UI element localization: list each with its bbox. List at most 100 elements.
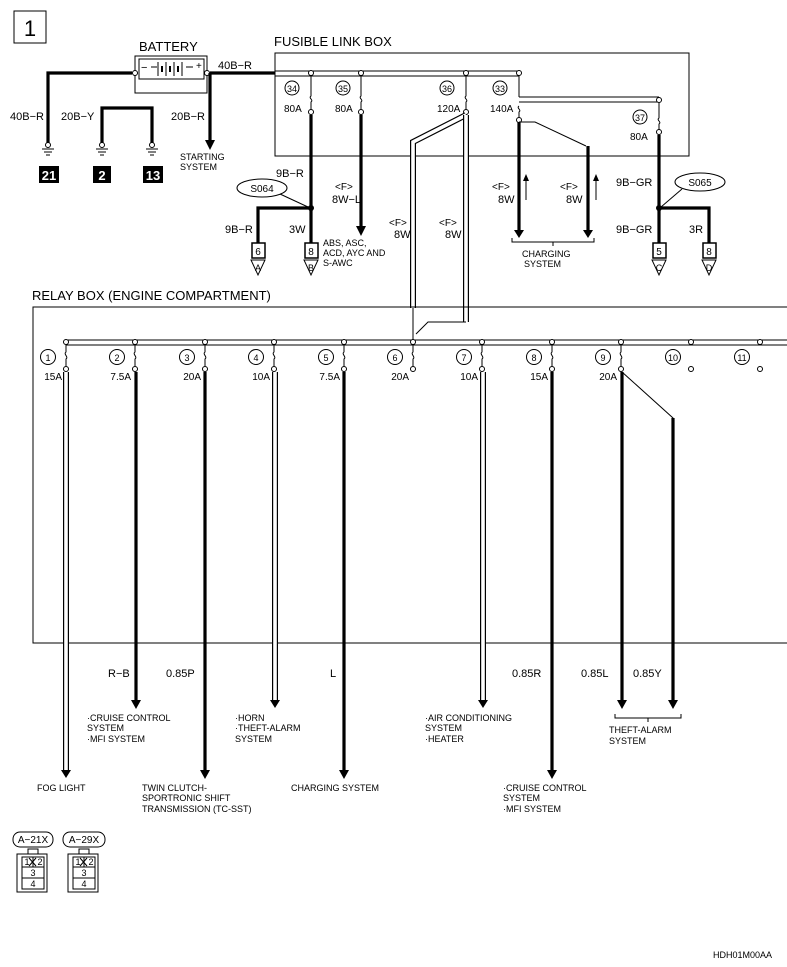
fuse-number: 6 [392,353,397,363]
svg-text:1: 1 [24,857,29,867]
wire-label: R−B [108,668,130,680]
ground-2: 2 [93,142,111,183]
fuse-number: 7 [461,353,466,363]
ground-13: 13 [143,142,163,183]
fuse-number: 8 [531,353,536,363]
svg-text:−: − [141,62,147,74]
fuse-rating: 20A [599,372,617,383]
arrow-up-icon [523,174,529,200]
connector-ref-a29x: A−29X 1 2 3 4 [62,831,106,893]
starting-system-label: SYSTEM [180,162,217,172]
fuse-number: 3 [184,353,189,363]
wire-label: <F> [492,182,510,193]
svg-text:80A: 80A [335,104,353,115]
svg-text:4: 4 [30,879,35,889]
wire-label: 8W [566,194,583,206]
svg-text:A−21X: A−21X [18,835,49,846]
wire-label: L [330,668,336,680]
fuse-number: 11 [737,353,746,363]
fuse-number: 10 [668,353,678,363]
wire-label: 9B−R [225,224,253,236]
svg-text:2: 2 [37,857,42,867]
svg-text:4: 4 [81,879,86,889]
wire-label: 0.85R [512,668,541,680]
wire-label: 0.85Y [633,668,662,680]
cruise-control-label: ·MFI SYSTEM [87,734,145,744]
svg-text:BATTERY: BATTERY [139,39,198,54]
fuse-10: 10 [665,339,694,372]
splice-s064: S064 [236,178,309,208]
abs-system-label: ACD, AYC AND [323,248,386,258]
svg-text:3: 3 [81,868,86,878]
fuse-rating: 10A [252,372,270,383]
wire-label: 8W−L [332,194,361,206]
svg-text:80A: 80A [630,132,648,143]
wire-label: 40B−R [218,60,252,72]
wire-label: 8W [394,229,411,241]
svg-text:13: 13 [146,168,160,183]
fuse-number: 2 [114,353,119,363]
svg-text:RELAY BOX (ENGINE COMPARTMENT): RELAY BOX (ENGINE COMPARTMENT) [32,288,271,303]
fuse-11: 11 [734,339,763,372]
wire-label: 3R [689,224,703,236]
wire-label: 40B−R [10,111,44,123]
fuse-rating: 20A [391,372,409,383]
svg-text:33: 33 [495,84,505,94]
fusible-link-36: 36 120A [437,70,469,115]
connector-d: 8 D [701,242,717,277]
battery: BATTERY − + [132,39,210,94]
svg-text:5: 5 [656,247,662,258]
wire-label: 9B−GR [616,177,652,189]
starting-system-label: STARTING [180,152,225,162]
charging-system-label: SYSTEM [524,259,561,269]
wire-label: 20B−R [171,111,205,123]
cruise-control-label-2: SYSTEM [503,793,540,803]
svg-text:A−29X: A−29X [69,835,100,846]
svg-text:2: 2 [88,857,93,867]
fog-light-label: FOG LIGHT [37,783,86,793]
air-conditioning-label: ·HEATER [425,734,464,744]
fuse-number: 9 [600,353,605,363]
fuse-rating: 7.5A [319,372,340,383]
cruise-control-label: SYSTEM [87,723,124,733]
page-number: 1 [13,10,47,44]
fusible-link-35: 35 80A [335,70,364,115]
svg-text:3: 3 [30,868,35,878]
horn-label: SYSTEM [235,734,272,744]
cruise-control-label-2: ·CRUISE CONTROL [503,783,587,793]
horn-label: ·THEFT-ALARM [235,723,301,733]
air-conditioning-label: ·AIR CONDITIONING [425,713,512,723]
wire-label: 9B−GR [616,224,652,236]
svg-text:35: 35 [338,84,348,94]
wire-label: <F> [335,182,353,193]
theft-alarm-label: SYSTEM [609,736,646,746]
svg-text:8: 8 [308,247,314,258]
theft-alarm-label: THEFT-ALARM [609,725,672,735]
svg-text:1: 1 [24,16,36,41]
connector-c: 5 C [651,242,667,277]
svg-text:S065: S065 [688,178,712,189]
abs-system-label: ABS, ASC, [323,238,367,248]
svg-text:37: 37 [635,113,645,123]
svg-text:1: 1 [75,857,80,867]
svg-text:6: 6 [255,247,261,258]
wire-label: 8W [445,229,462,241]
svg-text:C: C [656,263,663,273]
wire-label: <F> [389,218,407,229]
svg-text:140A: 140A [490,104,514,115]
wire-label: 8W [498,194,515,206]
figure-code: HDH01M00AA [713,950,772,960]
fuse-4: 4 10A [248,339,277,383]
connector-ref-a21x: A−21X 1 2 3 4 [12,831,54,893]
splice-s065: S065 [660,172,726,208]
fuse-rating: 7.5A [110,372,131,383]
svg-text:120A: 120A [437,104,461,115]
fuse-number: 4 [253,353,258,363]
svg-text:8: 8 [706,247,712,258]
fuse-rating: 20A [183,372,201,383]
fusible-link-33: 33 140A [490,70,522,123]
